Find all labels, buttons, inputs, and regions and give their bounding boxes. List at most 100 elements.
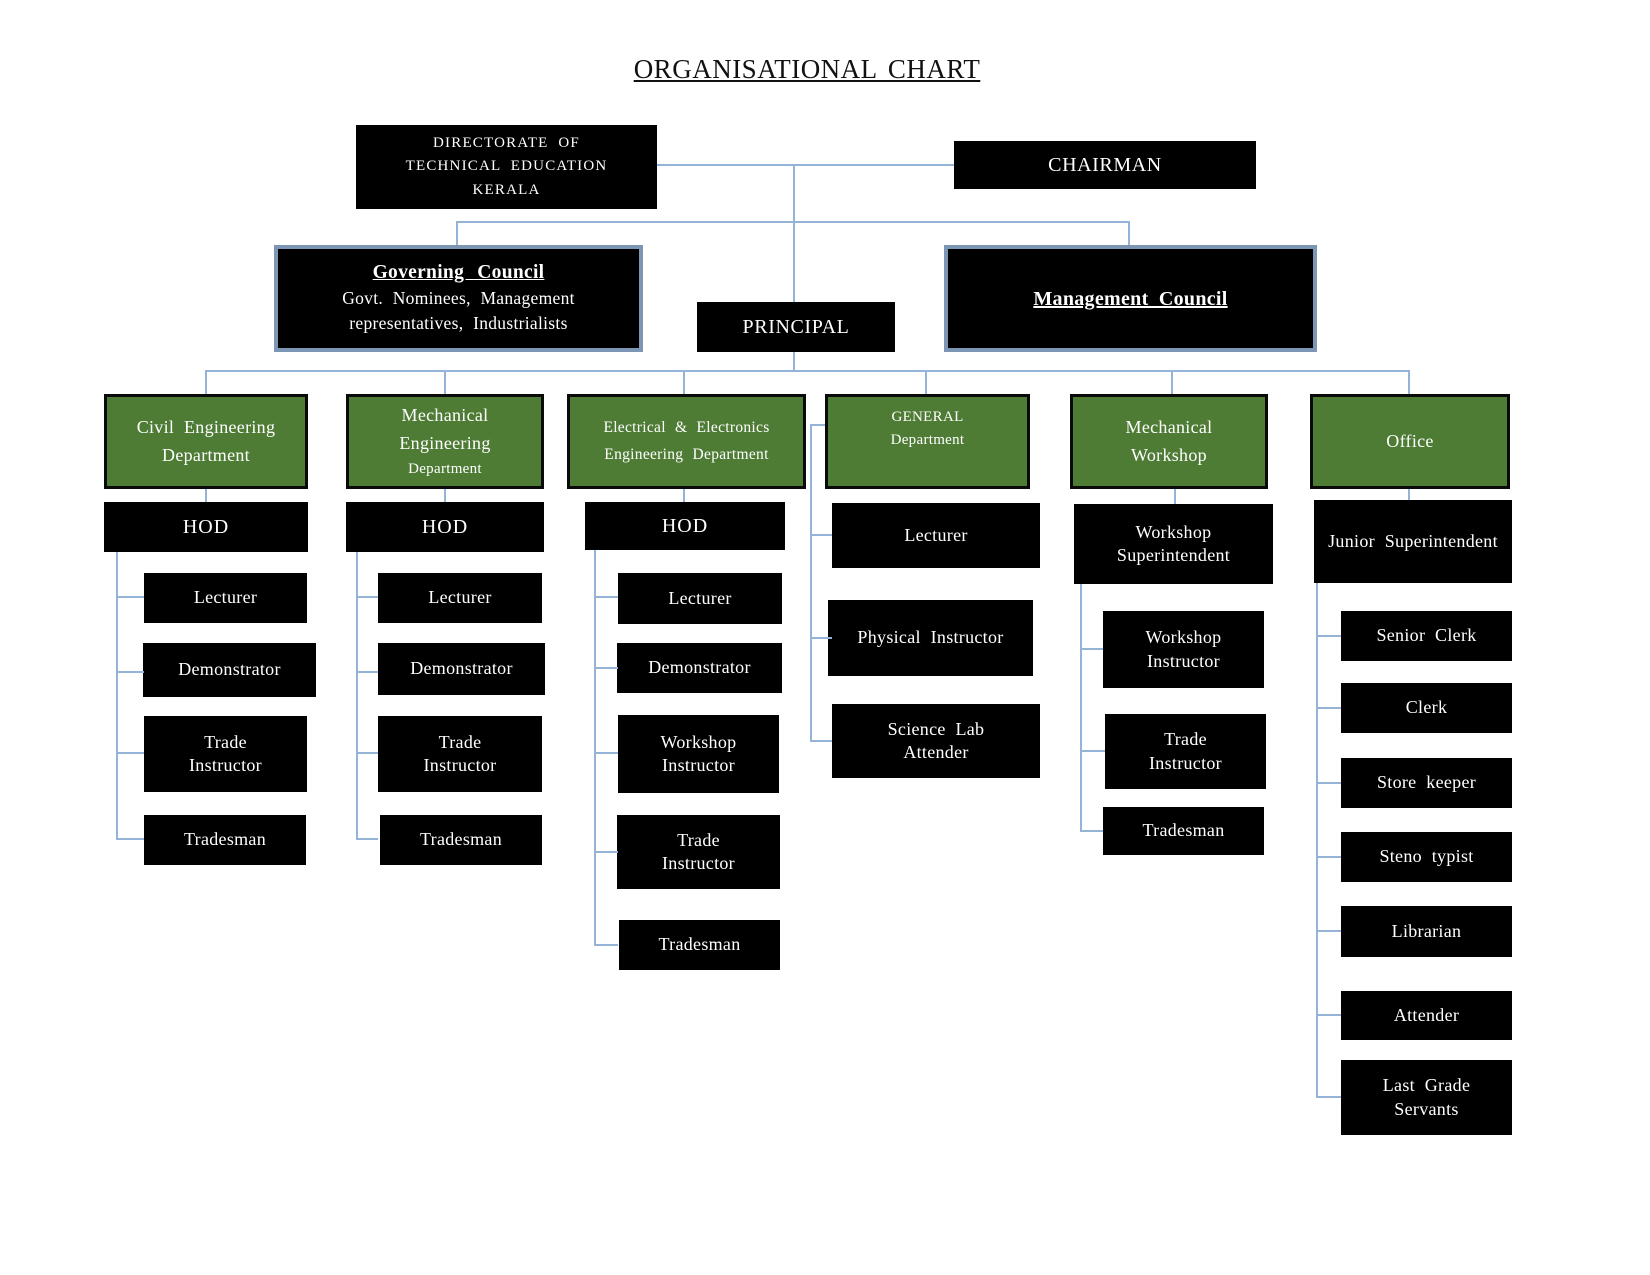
connector-line [810,424,812,742]
mechanical-department-title-line: Department [408,460,482,477]
chairman-box: CHAIRMAN [954,141,1256,189]
connector-line [810,534,832,536]
connector-line [594,550,596,946]
connector-line [1316,1014,1341,1016]
connector-line [444,489,446,502]
connector-line [1408,489,1410,500]
connector-line [1316,635,1341,637]
connector-line [356,671,378,673]
mechanical-department-title-line: Engineering [399,432,491,453]
connector-line [444,370,446,394]
connector-line [925,370,927,394]
civil-role-lecturer: Lecturer [144,573,307,623]
connector-line [356,752,378,754]
electrical-role-trade-instructor: Trade Instructor [617,815,780,889]
governing-council-title: Governing Council [372,262,545,284]
directorate-line: KERALA [472,181,541,198]
junior-superintendent-box: Junior Superintendent [1314,500,1512,583]
connector-line [1316,1096,1341,1098]
connector-line [116,671,144,673]
connector-line [457,221,1130,223]
civil-hod-box: HOD [104,502,308,552]
mechanical-workshop-title-line: Workshop [1131,444,1207,465]
page-title: ORGANISATIONAL CHART [633,54,981,84]
electrical-role-lecturer: Lecturer [618,573,782,624]
connector-line [1316,583,1318,1098]
connector-line [810,637,832,639]
connector-line [1171,370,1173,394]
principal-box: PRINCIPAL [697,302,895,352]
connector-line [683,370,685,394]
governing-council-members: Govt. Nominees, Management representativ… [342,287,575,334]
connector-line [657,164,954,166]
electrical-department-title-line: Engineering Department [604,445,769,463]
connector-line [811,424,825,426]
mechanical-workshop-box: Mechanical Workshop [1070,394,1268,489]
connector-line [594,667,618,669]
civil-role-tradesman: Tradesman [144,815,306,865]
electrical-hod-box: HOD [585,502,785,550]
civil-role-demonstrator: Demonstrator [143,643,316,697]
workshop-role-tradesman: Tradesman [1103,807,1264,855]
connector-line [456,221,458,245]
office-role-senior-clerk: Senior Clerk [1341,611,1512,661]
electrical-department-title-line: Electrical & Electronics [603,419,770,437]
workshop-superintendent-box: Workshop Superintendent [1074,504,1273,584]
general-department-title-line: Department [890,431,965,448]
connector-line [356,596,378,598]
connector-line [116,752,144,754]
connector-line [793,164,795,302]
general-role-physical-instructor: Physical Instructor [828,600,1033,676]
general-role-science-lab-attender: Science Lab Attender [832,704,1040,778]
connector-line [793,352,795,372]
electrical-role-demonstrator: Demonstrator [617,643,782,693]
connector-line [1080,584,1082,832]
connector-line [116,552,118,840]
mechanical-workshop-title-line: Mechanical [1125,416,1213,437]
connector-line [1080,830,1103,832]
connector-line [205,370,207,394]
directorate-box: DIRECTORATE OF TECHNICAL EDUCATION KERAL… [356,125,657,209]
connector-line [594,851,618,853]
governing-council-box: Governing Council Govt. Nominees, Manage… [274,245,643,352]
office-role-steno-typist: Steno typist [1341,832,1512,882]
office-title-line: Office [1386,430,1434,451]
general-department-box: GENERAL Department [825,394,1030,489]
connector-line [1128,221,1130,245]
connector-line [594,944,618,946]
connector-line [116,838,144,840]
connector-line [594,596,618,598]
office-role-librarian: Librarian [1341,906,1512,957]
civil-role-trade-instructor: Trade Instructor [144,716,307,792]
office-role-clerk: Clerk [1341,683,1512,733]
connector-line [683,489,685,502]
electrical-role-tradesman: Tradesman [619,920,780,970]
office-role-last-grade-servants: Last Grade Servants [1341,1060,1512,1135]
connector-line [1080,750,1105,752]
office-box: Office [1310,394,1510,489]
connector-line [1316,707,1341,709]
electrical-role-workshop-instructor: Workshop Instructor [618,715,779,793]
office-role-store-keeper: Store keeper [1341,758,1512,808]
civil-department-title-line: Department [162,444,250,465]
mechanical-hod-box: HOD [346,502,544,552]
connector-line [356,838,378,840]
connector-line [205,489,207,502]
general-department-title-line: GENERAL [891,409,964,425]
electrical-department-box: Electrical & Electronics Engineering Dep… [567,394,806,489]
management-council-box: Management Council [944,245,1317,352]
connector-line [205,370,1410,372]
mechanical-role-tradesman: Tradesman [380,815,542,865]
civil-department-box: Civil Engineering Department [104,394,308,489]
mechanical-role-trade-instructor: Trade Instructor [378,716,542,792]
workshop-role-trade-instructor: Trade Instructor [1105,714,1266,789]
connector-line [116,596,144,598]
connector-line [1408,370,1410,394]
office-role-attender: Attender [1341,991,1512,1040]
connector-line [1316,782,1341,784]
connector-line [594,752,618,754]
connector-line [356,552,358,840]
connector-line [1316,856,1341,858]
connector-line [1174,489,1176,504]
